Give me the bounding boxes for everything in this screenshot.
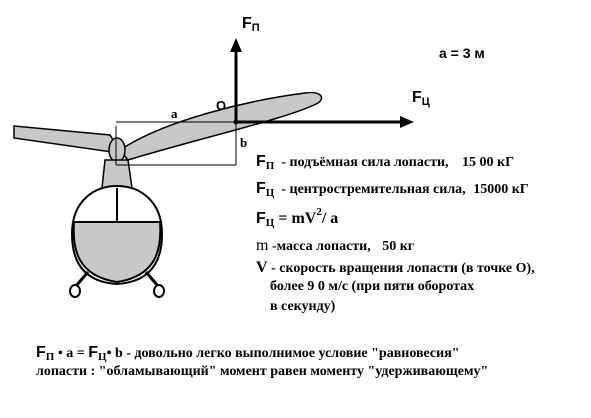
rotor-hub [108, 137, 126, 163]
legend-speed-line1: - скорость вращения лопасти (в точке О), [271, 261, 535, 276]
legend-fp-symbol: F [256, 153, 266, 170]
legend-speed-row: V - скорость вращения лопасти (в точке О… [256, 260, 535, 276]
point-o-label: O [216, 98, 227, 113]
bottom-dot2: • [106, 346, 112, 361]
legend-fp-value: 15 00 кГ [462, 155, 515, 170]
bottom-fc-subscript: Ц [98, 351, 107, 363]
formula-tail: / a [321, 210, 339, 227]
fp-axis-label: FП [242, 15, 260, 34]
legend-speed-line3: в секунду) [270, 299, 336, 314]
legend-fp-row: FП - подъёмная сила лопасти, 15 00 кГ [256, 153, 515, 172]
bottom-a: a [66, 346, 74, 361]
right-skid-strut [144, 271, 160, 287]
formula-fc-subscript: Ц [265, 217, 275, 229]
left-skid [69, 284, 81, 298]
formula-exponent: 2 [316, 206, 322, 218]
formula-equals: = [278, 210, 288, 227]
legend-fc-text: - центростремительная сила, [281, 182, 466, 197]
formula-fc-symbol: F [256, 210, 266, 227]
left-skid-strut [74, 271, 90, 287]
balance-condition-row: FП • a = FЦ• b - довольно легко выполним… [36, 344, 460, 363]
bottom-b: b [114, 346, 123, 361]
right-skid [153, 284, 165, 298]
legend-fc-row: FЦ - центростремительная сила, 15000 кГ [256, 180, 529, 199]
legend-fc-subscript: Ц [265, 187, 275, 199]
fp-axis-symbol: F [242, 15, 252, 32]
formula-mv: mV [291, 210, 317, 227]
bottom-fp-subscript: П [45, 351, 55, 363]
balance-condition-text: - довольно легко выполнимое условие "рав… [126, 346, 460, 361]
legend-fc-value: 15000 кГ [473, 182, 529, 197]
rotor-mast [101, 159, 133, 189]
bottom-dot1: • [57, 346, 63, 361]
fp-axis-subscript: П [251, 22, 260, 34]
point-o-marker [233, 119, 239, 125]
left-blade [13, 125, 120, 153]
cabin-lower-fill [72, 221, 162, 284]
legend-mass-symbol: m [256, 237, 269, 254]
legend-fp-subscript: П [265, 160, 275, 172]
bottom-fc-symbol: F [88, 344, 99, 361]
fc-axis-subscript: Ц [421, 96, 430, 108]
dim-a-label: a [171, 106, 178, 121]
legend-fc-symbol: F [256, 180, 266, 197]
legend-mass-row: m -масса лопасти, 50 кг [256, 238, 414, 254]
fc-arrowhead [400, 116, 414, 128]
bottom-fp-symbol: F [36, 344, 46, 361]
fc-axis-symbol: F [412, 89, 422, 106]
right-blade [118, 91, 323, 161]
dim-b-label: b [240, 135, 248, 150]
balance-condition-line2: лопасти : "обламывающий" момент равен мо… [36, 364, 489, 379]
legend-mass-text: -масса лопасти, [271, 239, 371, 254]
legend-fp-text: - подъёмная сила лопасти, [281, 155, 449, 170]
a-value-label: a = 3 м [439, 45, 485, 61]
bottom-equals: = [76, 346, 85, 361]
legend-mass-value: 50 кг [382, 239, 415, 254]
fc-axis-label: FЦ [412, 89, 430, 108]
legend-speed-line2: более 9 0 м/с (при пяти оборотах [270, 279, 475, 294]
fp-arrowhead [230, 38, 242, 52]
legend-speed-symbol: V [256, 259, 268, 276]
legend-formula-row: FЦ = mV2/ a [256, 207, 339, 229]
